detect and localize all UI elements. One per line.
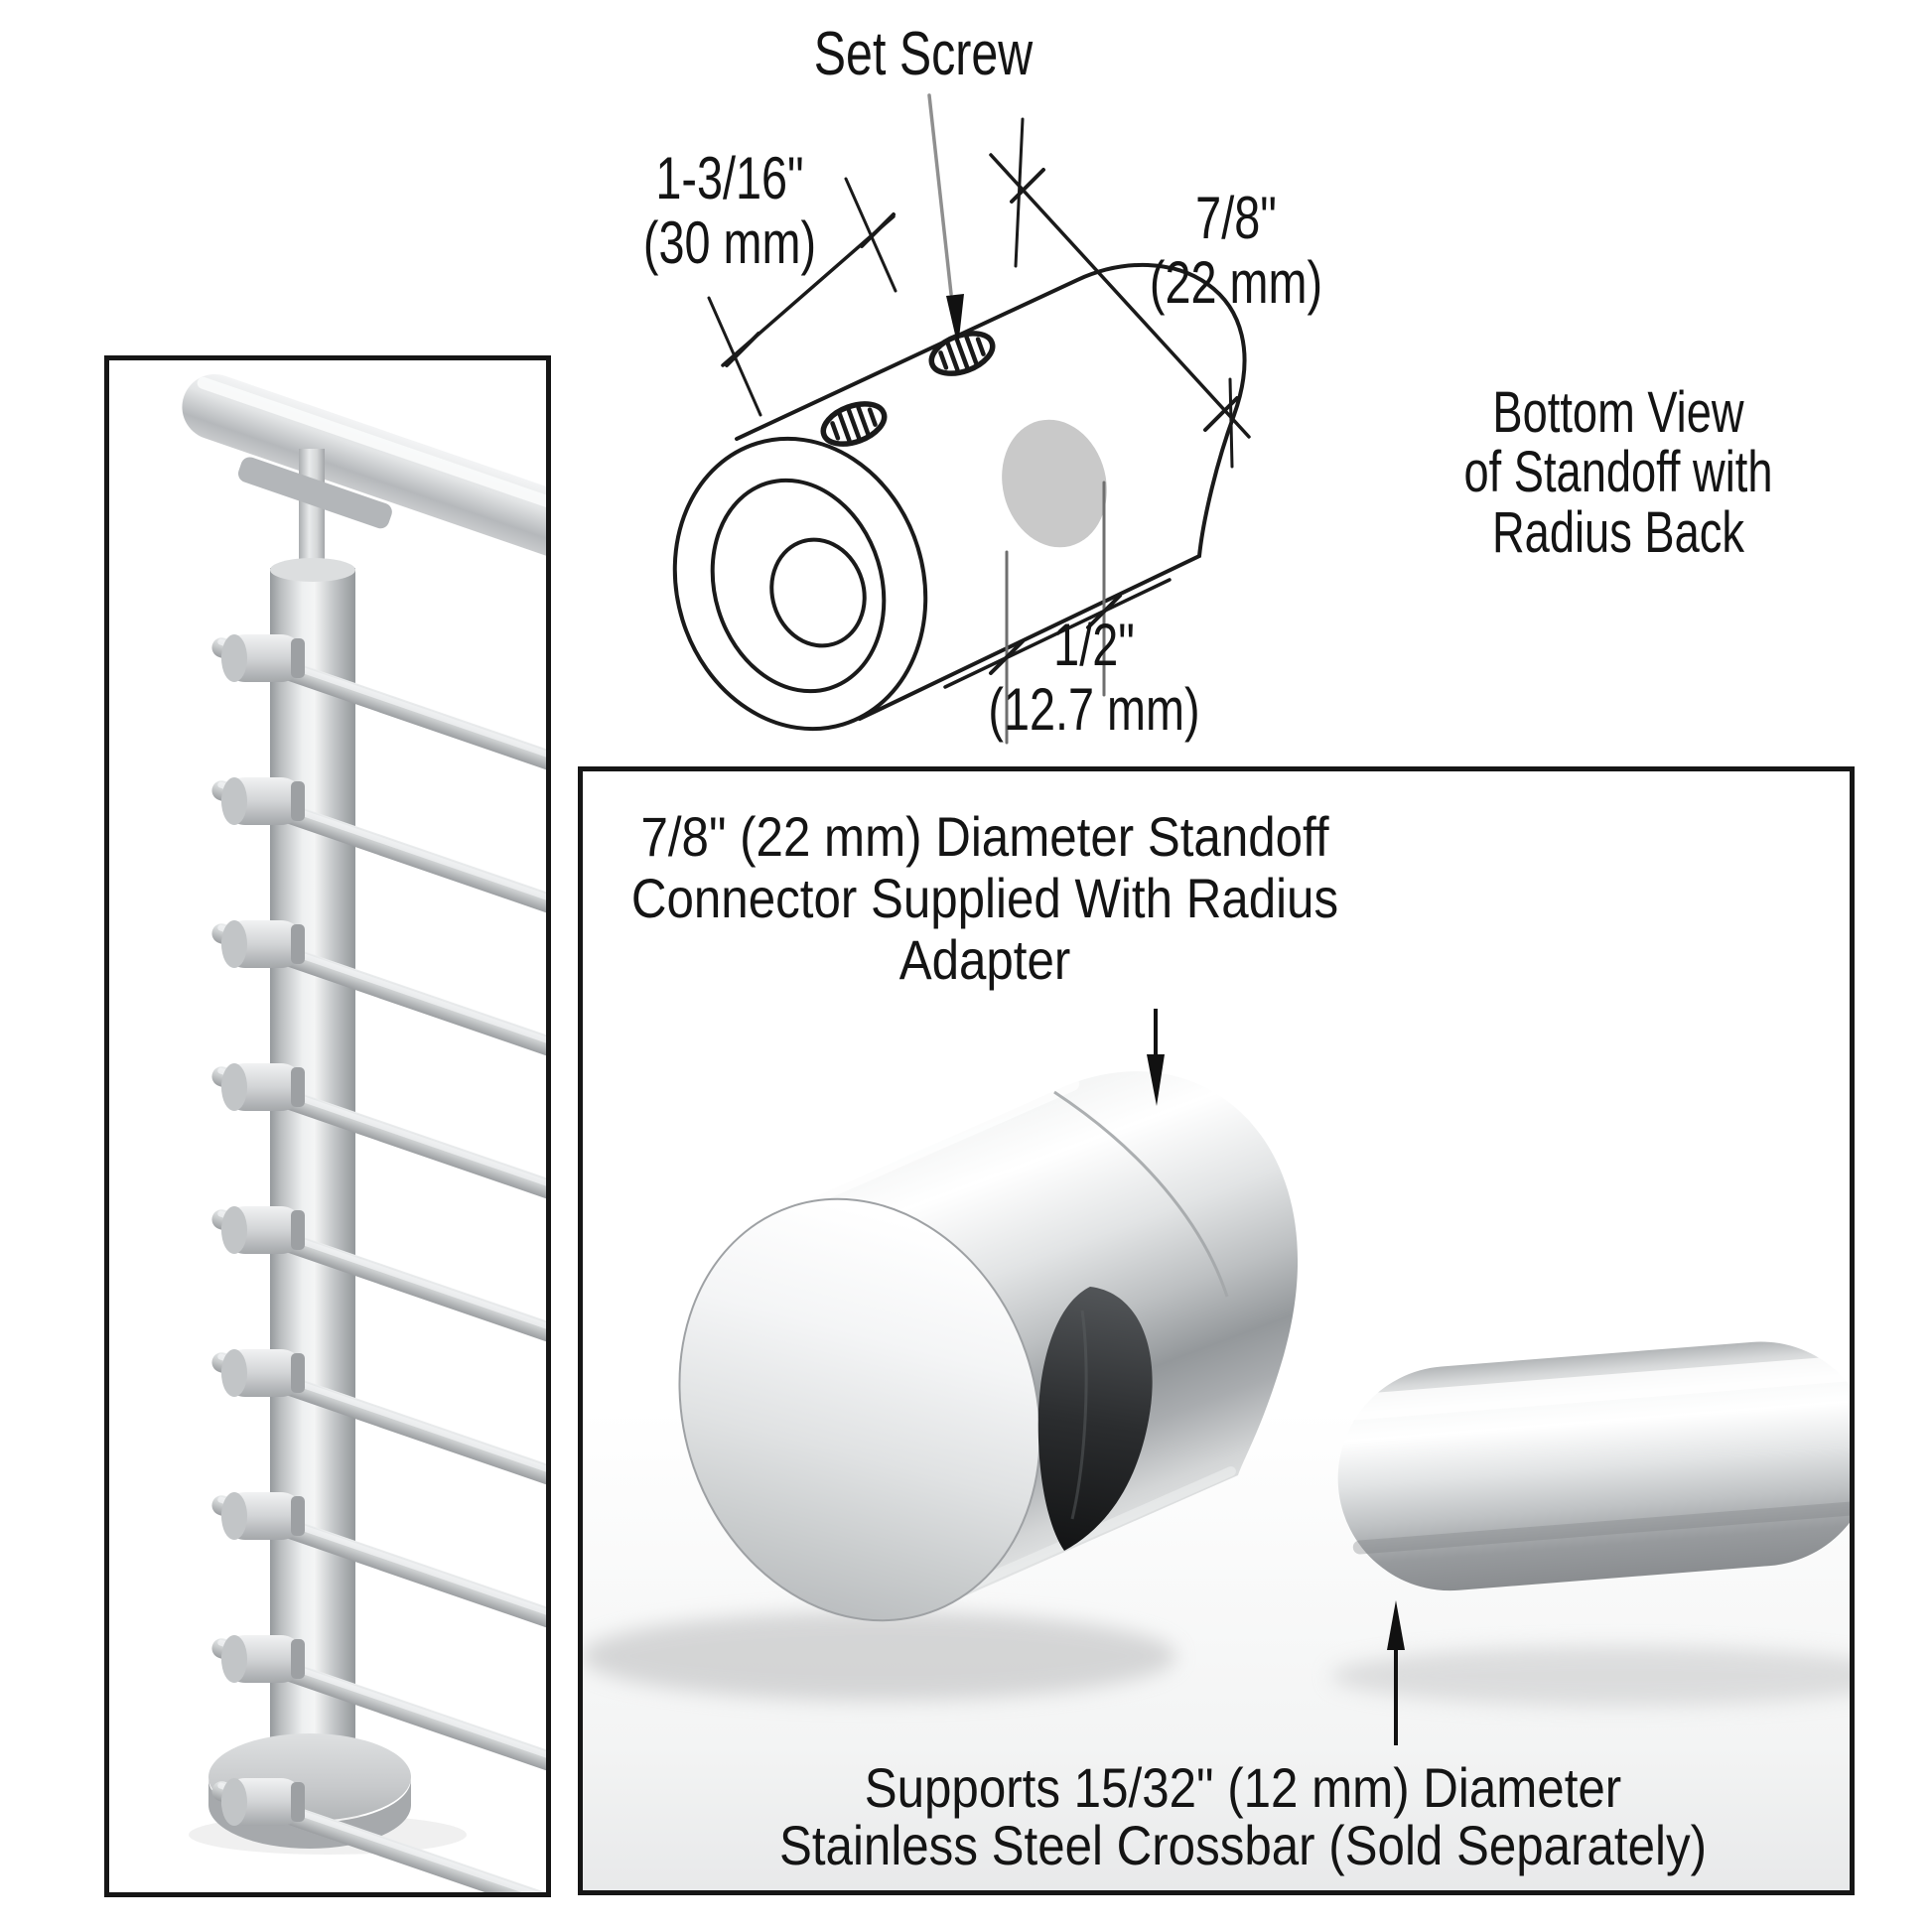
connector-front-face (678, 1197, 1041, 1622)
standoff-knob (221, 1635, 305, 1683)
crossbar-rod (1337, 1341, 1850, 1591)
down-arrow (1147, 1009, 1165, 1106)
set-screw-leader-line (927, 93, 953, 296)
bottom-view-note-line3: Radius Back (1492, 499, 1744, 565)
dim-width-lines (707, 177, 897, 417)
front-face-inner-ring (769, 537, 867, 648)
dim-diameter-lines (989, 117, 1251, 469)
standoff-knob (221, 634, 305, 682)
dim-width-label: 1-3/16" (30 mm) (642, 145, 817, 276)
front-face-outer-ring (672, 436, 928, 732)
crossbar-caption-line1: Supports 15/32" (12 mm) Diameter (864, 1756, 1622, 1819)
handrail (182, 373, 546, 573)
dim-diameter-metric: (22 mm) (1149, 248, 1323, 316)
dim-diameter-imperial: 7/8" (1195, 185, 1277, 251)
up-arrow (1387, 1600, 1405, 1745)
set-screw-glyph-right (928, 331, 996, 376)
dim-diameter-label: 7/8" (22 mm) (1149, 185, 1323, 316)
standoff-line-drawing (672, 93, 1251, 745)
railing-post (270, 568, 355, 1799)
connector-caption: 7/8" (22 mm) Diameter Standoff Connector… (631, 806, 1338, 991)
dim-bore-label: 1/2" (12.7 mm) (988, 612, 1200, 743)
standoff-knob (221, 1778, 305, 1826)
connector-caption-line1: 7/8" (22 mm) Diameter Standoff (640, 805, 1329, 868)
dim-bore-imperial: 1/2" (1053, 612, 1135, 678)
dim-width-metric: (30 mm) (642, 208, 817, 276)
standoff-knob (221, 920, 305, 968)
standoff-knob (221, 1492, 305, 1540)
dim-bore-metric: (12.7 mm) (988, 675, 1200, 743)
standoff-knob (221, 1063, 305, 1111)
set-screw-arrowhead (946, 294, 964, 347)
crossbar-caption: Supports 15/32" (12 mm) Diameter Stainle… (779, 1759, 1707, 1874)
standoff-knob (221, 1349, 305, 1397)
radius-back-hole (1002, 419, 1107, 548)
handrail-saddle (237, 457, 392, 529)
connector-bottom-reflection (948, 1466, 1236, 1598)
standoff-knob (221, 777, 305, 825)
set-screw-glyph-left (820, 401, 888, 447)
connector-top-highlight (787, 1077, 1079, 1213)
connector-caption-line2: Connector Supplied With Radius (630, 867, 1339, 929)
bottom-view-note: Bottom View of Standoff with Radius Back (1463, 380, 1773, 565)
post-stem (299, 449, 325, 578)
dim-width-imperial: 1-3/16" (655, 145, 804, 211)
standoff-knobs (221, 634, 305, 1826)
connector-shadow (583, 1611, 1176, 1701)
connector-caption-line3: Adapter (898, 928, 1071, 991)
bottom-view-note-line1: Bottom View (1492, 380, 1744, 445)
standoff-knob (221, 1206, 305, 1254)
front-face-middle-ring (710, 478, 887, 694)
post-cap (270, 558, 355, 582)
set-screw-label: Set Screw (813, 20, 1034, 88)
bottom-view-note-line2: of Standoff with (1463, 440, 1773, 505)
left-panel (104, 355, 551, 1897)
cylinder-silhouette (735, 262, 1247, 721)
dim-bore-lines (943, 481, 1172, 745)
rod-shadow (1330, 1646, 1850, 1706)
crossbar-caption-line2: Stainless Steel Crossbar (Sold Separatel… (778, 1814, 1708, 1876)
crossbar-hole-streak (1070, 1310, 1088, 1520)
crossbar-hole (1037, 1287, 1153, 1551)
radius-adapter-seam (1053, 1090, 1229, 1298)
bottom-panel (578, 766, 1855, 1895)
